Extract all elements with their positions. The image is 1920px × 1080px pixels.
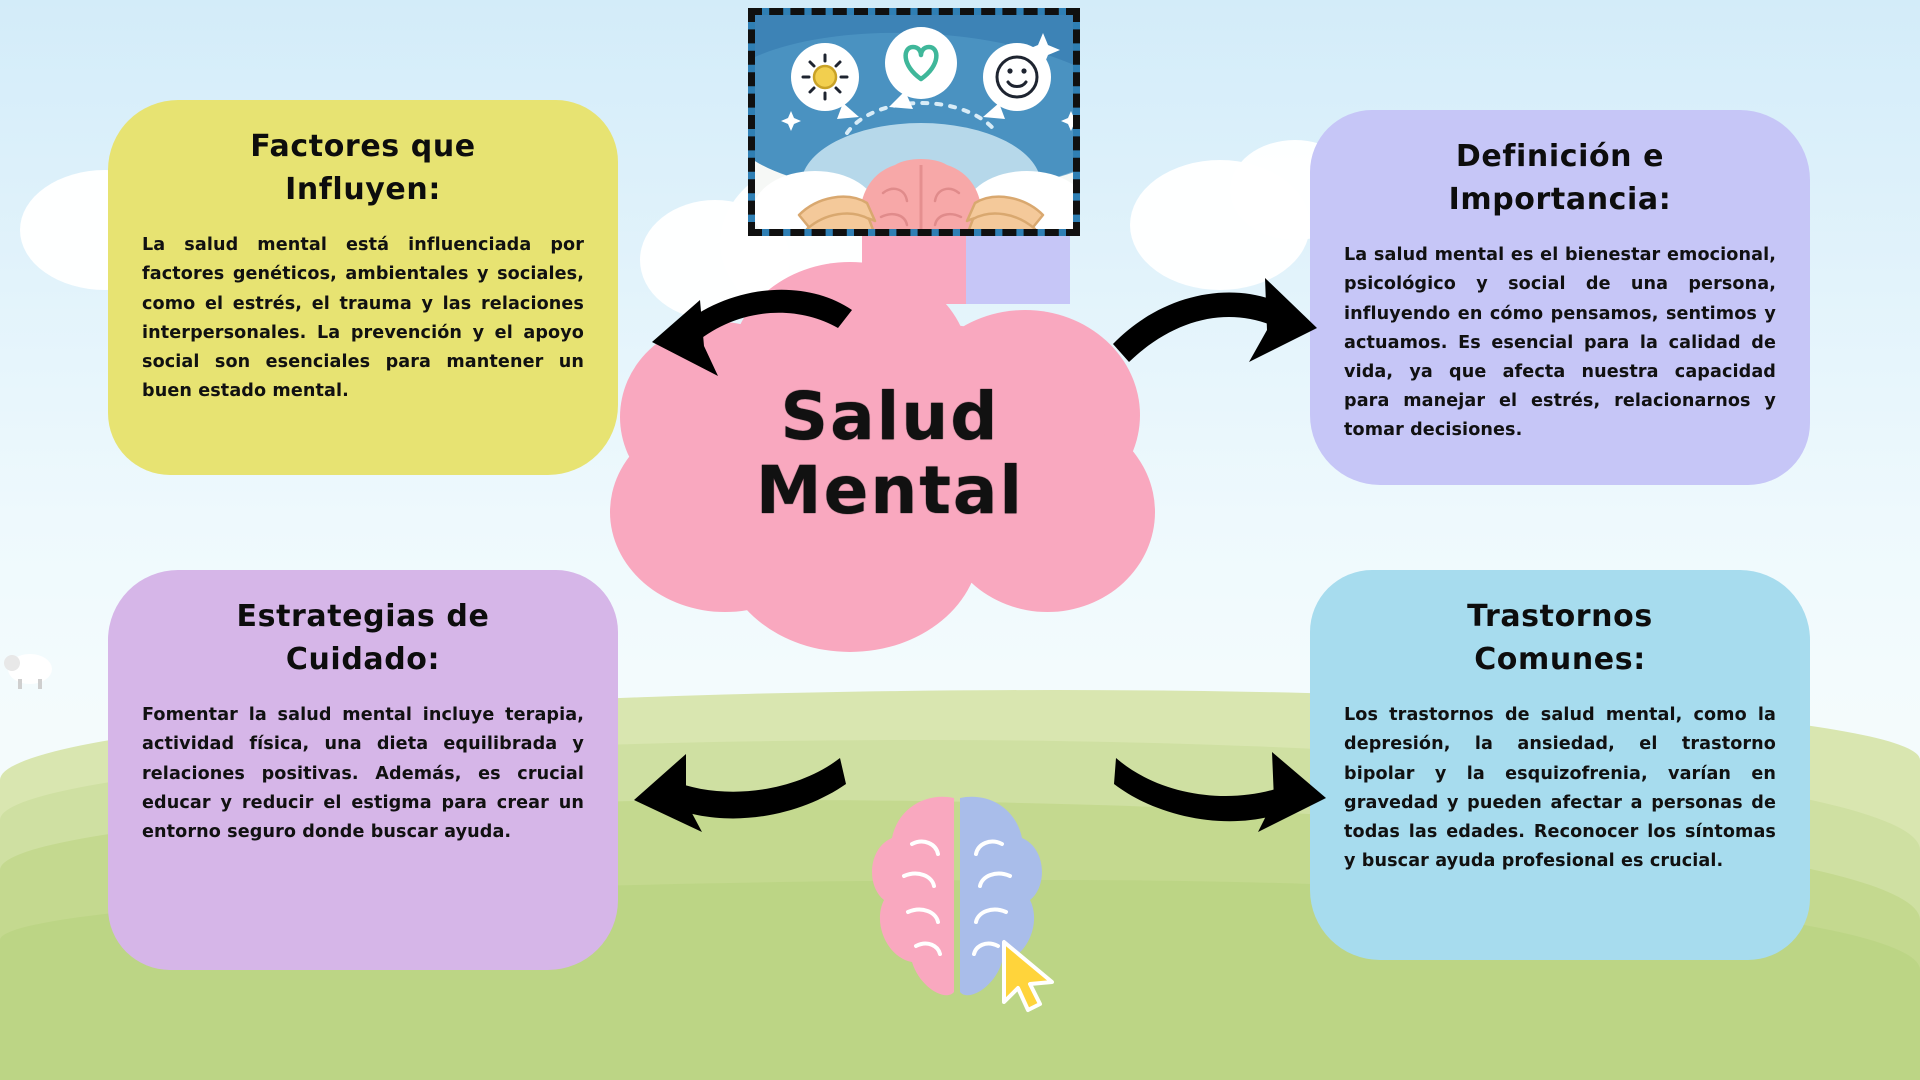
center-cloud-shape xyxy=(610,262,1170,662)
center-title-line2: Mental xyxy=(755,451,1025,529)
arrow-to-definicion xyxy=(1113,278,1317,362)
image-connector-purple xyxy=(966,236,1070,304)
top-brain-image[interactable] xyxy=(748,8,1080,236)
card-trastornos-title-line2: Comunes: xyxy=(1474,641,1646,677)
center-title: Salud Mental xyxy=(610,380,1170,528)
arrow-to-trastornos xyxy=(1114,752,1326,832)
mouse-cursor xyxy=(1002,940,1054,1012)
card-definicion-body: La salud mental es el bienestar emociona… xyxy=(1344,245,1776,441)
card-estrategias-title-line1: Estrategias de xyxy=(236,599,490,634)
card-factores-body: La salud mental está influenciada por fa… xyxy=(142,235,584,402)
arrow-to-factores xyxy=(652,289,852,376)
card-estrategias-title: Estrategias de Cuidado: xyxy=(142,596,584,681)
card-estrategias-title-line2: Cuidado: xyxy=(285,641,441,677)
sheep-icon xyxy=(4,654,52,689)
card-definicion-title: Definición e Importancia: xyxy=(1344,136,1776,221)
card-factores-title-line2: Influyen: xyxy=(285,171,441,207)
arrow-to-estrategias xyxy=(634,754,846,832)
card-definicion-e-importancia[interactable]: Definición e Importancia: La salud menta… xyxy=(1310,110,1810,485)
hands-holding-brain-illustration xyxy=(755,15,1073,229)
card-trastornos-title-line1: Trastornos xyxy=(1467,599,1653,634)
card-definicion-title-line2: Importancia: xyxy=(1448,181,1672,217)
card-estrategias-body: Fomentar la salud mental incluye terapia… xyxy=(142,705,584,842)
card-factores-title-line1: Factores que xyxy=(250,129,476,164)
card-factores-que-influyen[interactable]: Factores que Influyen: La salud mental e… xyxy=(108,100,618,475)
card-trastornos-title: Trastornos Comunes: xyxy=(1344,596,1776,681)
card-trastornos-body: Los trastornos de salud mental, como la … xyxy=(1344,705,1776,872)
card-factores-title: Factores que Influyen: xyxy=(142,126,584,211)
card-definicion-title-line1: Definición e xyxy=(1455,139,1665,174)
split-brain-illustration xyxy=(872,796,1042,996)
center-title-line1: Salud xyxy=(780,378,1000,455)
card-trastornos-comunes[interactable]: Trastornos Comunes: Los trastornos de sa… xyxy=(1310,570,1810,960)
image-connector-pink xyxy=(862,236,966,304)
card-estrategias-de-cuidado[interactable]: Estrategias de Cuidado: Fomentar la salu… xyxy=(108,570,618,970)
